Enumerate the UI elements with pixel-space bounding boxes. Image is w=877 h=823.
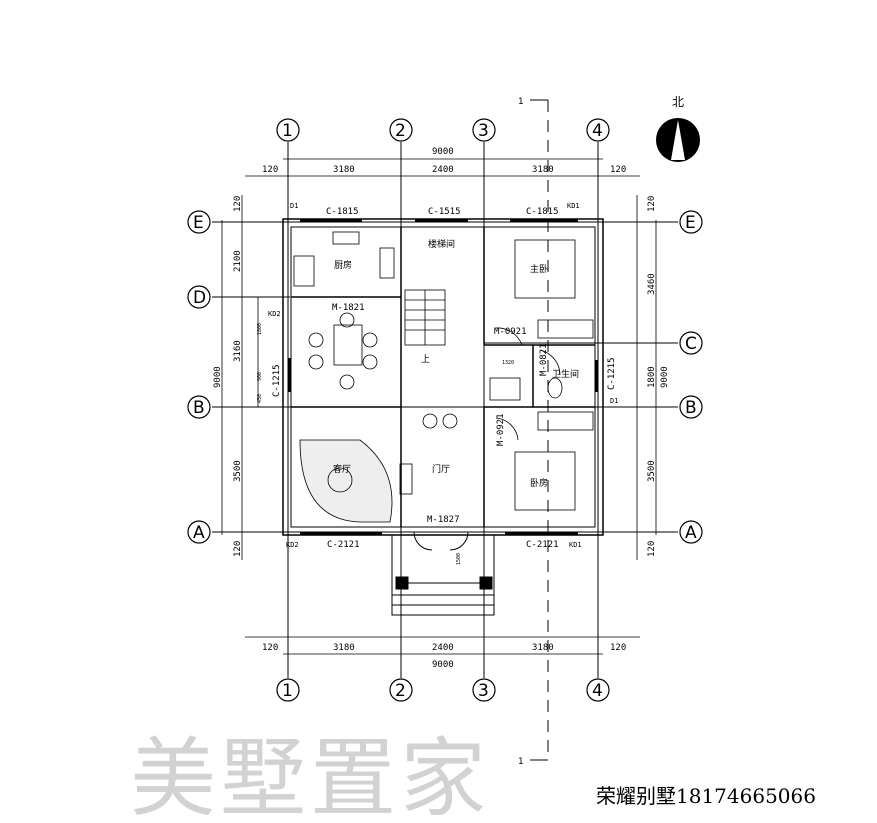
north-arrow-pointer bbox=[671, 120, 685, 160]
label-d1: D1 bbox=[610, 397, 618, 405]
dim-top-total: 9000 bbox=[432, 147, 454, 157]
axis-2-top: 2 bbox=[395, 121, 406, 141]
axis-3-top: 3 bbox=[478, 121, 489, 141]
axis-C-right: C bbox=[685, 334, 697, 354]
room-bathroom: 卫生间 bbox=[552, 368, 579, 380]
axis-B-left: B bbox=[193, 398, 205, 418]
dim-right-seg: 3460 bbox=[647, 273, 657, 295]
label-step-dim: 1500 bbox=[456, 553, 462, 565]
dim-left-seg: 2100 bbox=[233, 250, 243, 272]
dim-top-seg: 3180 bbox=[333, 165, 355, 175]
axis-D-left: D bbox=[193, 288, 206, 308]
dim-left-seg: 120 bbox=[233, 196, 243, 212]
label-c2121: C-2121 bbox=[526, 540, 559, 550]
label-m1821: M-1821 bbox=[332, 303, 365, 313]
dim-left-total: 9000 bbox=[213, 366, 223, 388]
label-d1: D1 bbox=[290, 202, 298, 210]
credit-text: 荣耀别墅18174665066 bbox=[596, 784, 816, 808]
axis-E-left: E bbox=[193, 213, 204, 233]
dim-bottom-total: 9000 bbox=[432, 660, 454, 670]
label-c2121: C-2121 bbox=[327, 540, 360, 550]
dim-left-detail: 450 bbox=[257, 394, 263, 403]
label-m0821: M-0821 bbox=[539, 343, 549, 376]
dim-bottom-seg: 3180 bbox=[333, 643, 355, 653]
windows bbox=[287, 219, 599, 535]
dim-left-detail: 1800 bbox=[257, 323, 263, 335]
axis-A-right: A bbox=[685, 523, 697, 543]
room-foyer: 门厅 bbox=[432, 463, 450, 475]
axis-1-bottom: 1 bbox=[282, 681, 293, 701]
axis-bubbles bbox=[187, 118, 703, 702]
label-c1215: C-1215 bbox=[272, 364, 282, 397]
stair-up-label: 上 bbox=[421, 354, 430, 365]
axis-4-top: 4 bbox=[592, 121, 603, 141]
dim-left-seg: 3500 bbox=[233, 460, 243, 482]
dim-top-seg: 2400 bbox=[432, 165, 454, 175]
dim-right-total: 9000 bbox=[660, 366, 670, 388]
room-kitchen: 厨房 bbox=[334, 259, 352, 271]
room-bedroom: 卧房 bbox=[530, 477, 548, 489]
label-c1515: C-1515 bbox=[428, 207, 461, 217]
axis-3-bottom: 3 bbox=[478, 681, 489, 701]
label-m0921: M-0921 bbox=[494, 327, 527, 337]
dimension-lines bbox=[221, 158, 657, 655]
dim-top-seg: 3180 bbox=[532, 165, 554, 175]
stairs bbox=[404, 289, 446, 346]
dim-left-detail: 900 bbox=[257, 372, 263, 381]
label-bath-dim: 1320 bbox=[502, 360, 514, 366]
dim-right-seg: 3500 bbox=[647, 460, 657, 482]
axis-B-right: B bbox=[685, 398, 697, 418]
axis-E-right: E bbox=[685, 213, 696, 233]
furniture bbox=[293, 231, 594, 523]
label-c1815: C-1815 bbox=[526, 207, 559, 217]
label-kd1: KD1 bbox=[567, 202, 580, 210]
section-label-top: 1 bbox=[518, 97, 524, 107]
dim-left-seg: 120 bbox=[233, 541, 243, 557]
label-c1815: C-1815 bbox=[326, 207, 359, 217]
label-kd2: KD2 bbox=[286, 541, 299, 549]
label-kd2: KD2 bbox=[268, 310, 281, 318]
room-living: 客厅 bbox=[333, 463, 351, 475]
north-label: 北 bbox=[672, 95, 684, 109]
dim-top-seg: 120 bbox=[262, 165, 278, 175]
axis-2-bottom: 2 bbox=[395, 681, 406, 701]
room-stair: 楼梯间 bbox=[428, 238, 455, 250]
dim-bottom-seg: 120 bbox=[610, 643, 626, 653]
dim-bottom-seg: 120 bbox=[262, 643, 278, 653]
label-kd1: KD1 bbox=[569, 541, 582, 549]
label-m1827: M-1827 bbox=[427, 515, 460, 525]
axis-1-top: 1 bbox=[282, 121, 293, 141]
dim-bottom-seg: 3180 bbox=[532, 643, 554, 653]
dim-right-seg: 1800 bbox=[647, 366, 657, 388]
dim-right-seg: 120 bbox=[647, 541, 657, 557]
axis-A-left: A bbox=[193, 523, 205, 543]
section-label-bottom: 1 bbox=[518, 757, 524, 767]
axis-4-bottom: 4 bbox=[592, 681, 603, 701]
label-c1215: C-1215 bbox=[607, 357, 617, 390]
room-master-bedroom: 主卧 bbox=[530, 263, 548, 275]
dim-bottom-seg: 2400 bbox=[432, 643, 454, 653]
watermark: 美墅置家 bbox=[130, 729, 490, 823]
dim-left-seg: 3160 bbox=[233, 340, 243, 362]
dim-right-seg: 120 bbox=[647, 196, 657, 212]
porch bbox=[391, 531, 495, 616]
label-m0921: M-0921 bbox=[496, 413, 506, 446]
dim-top-seg: 120 bbox=[610, 165, 626, 175]
